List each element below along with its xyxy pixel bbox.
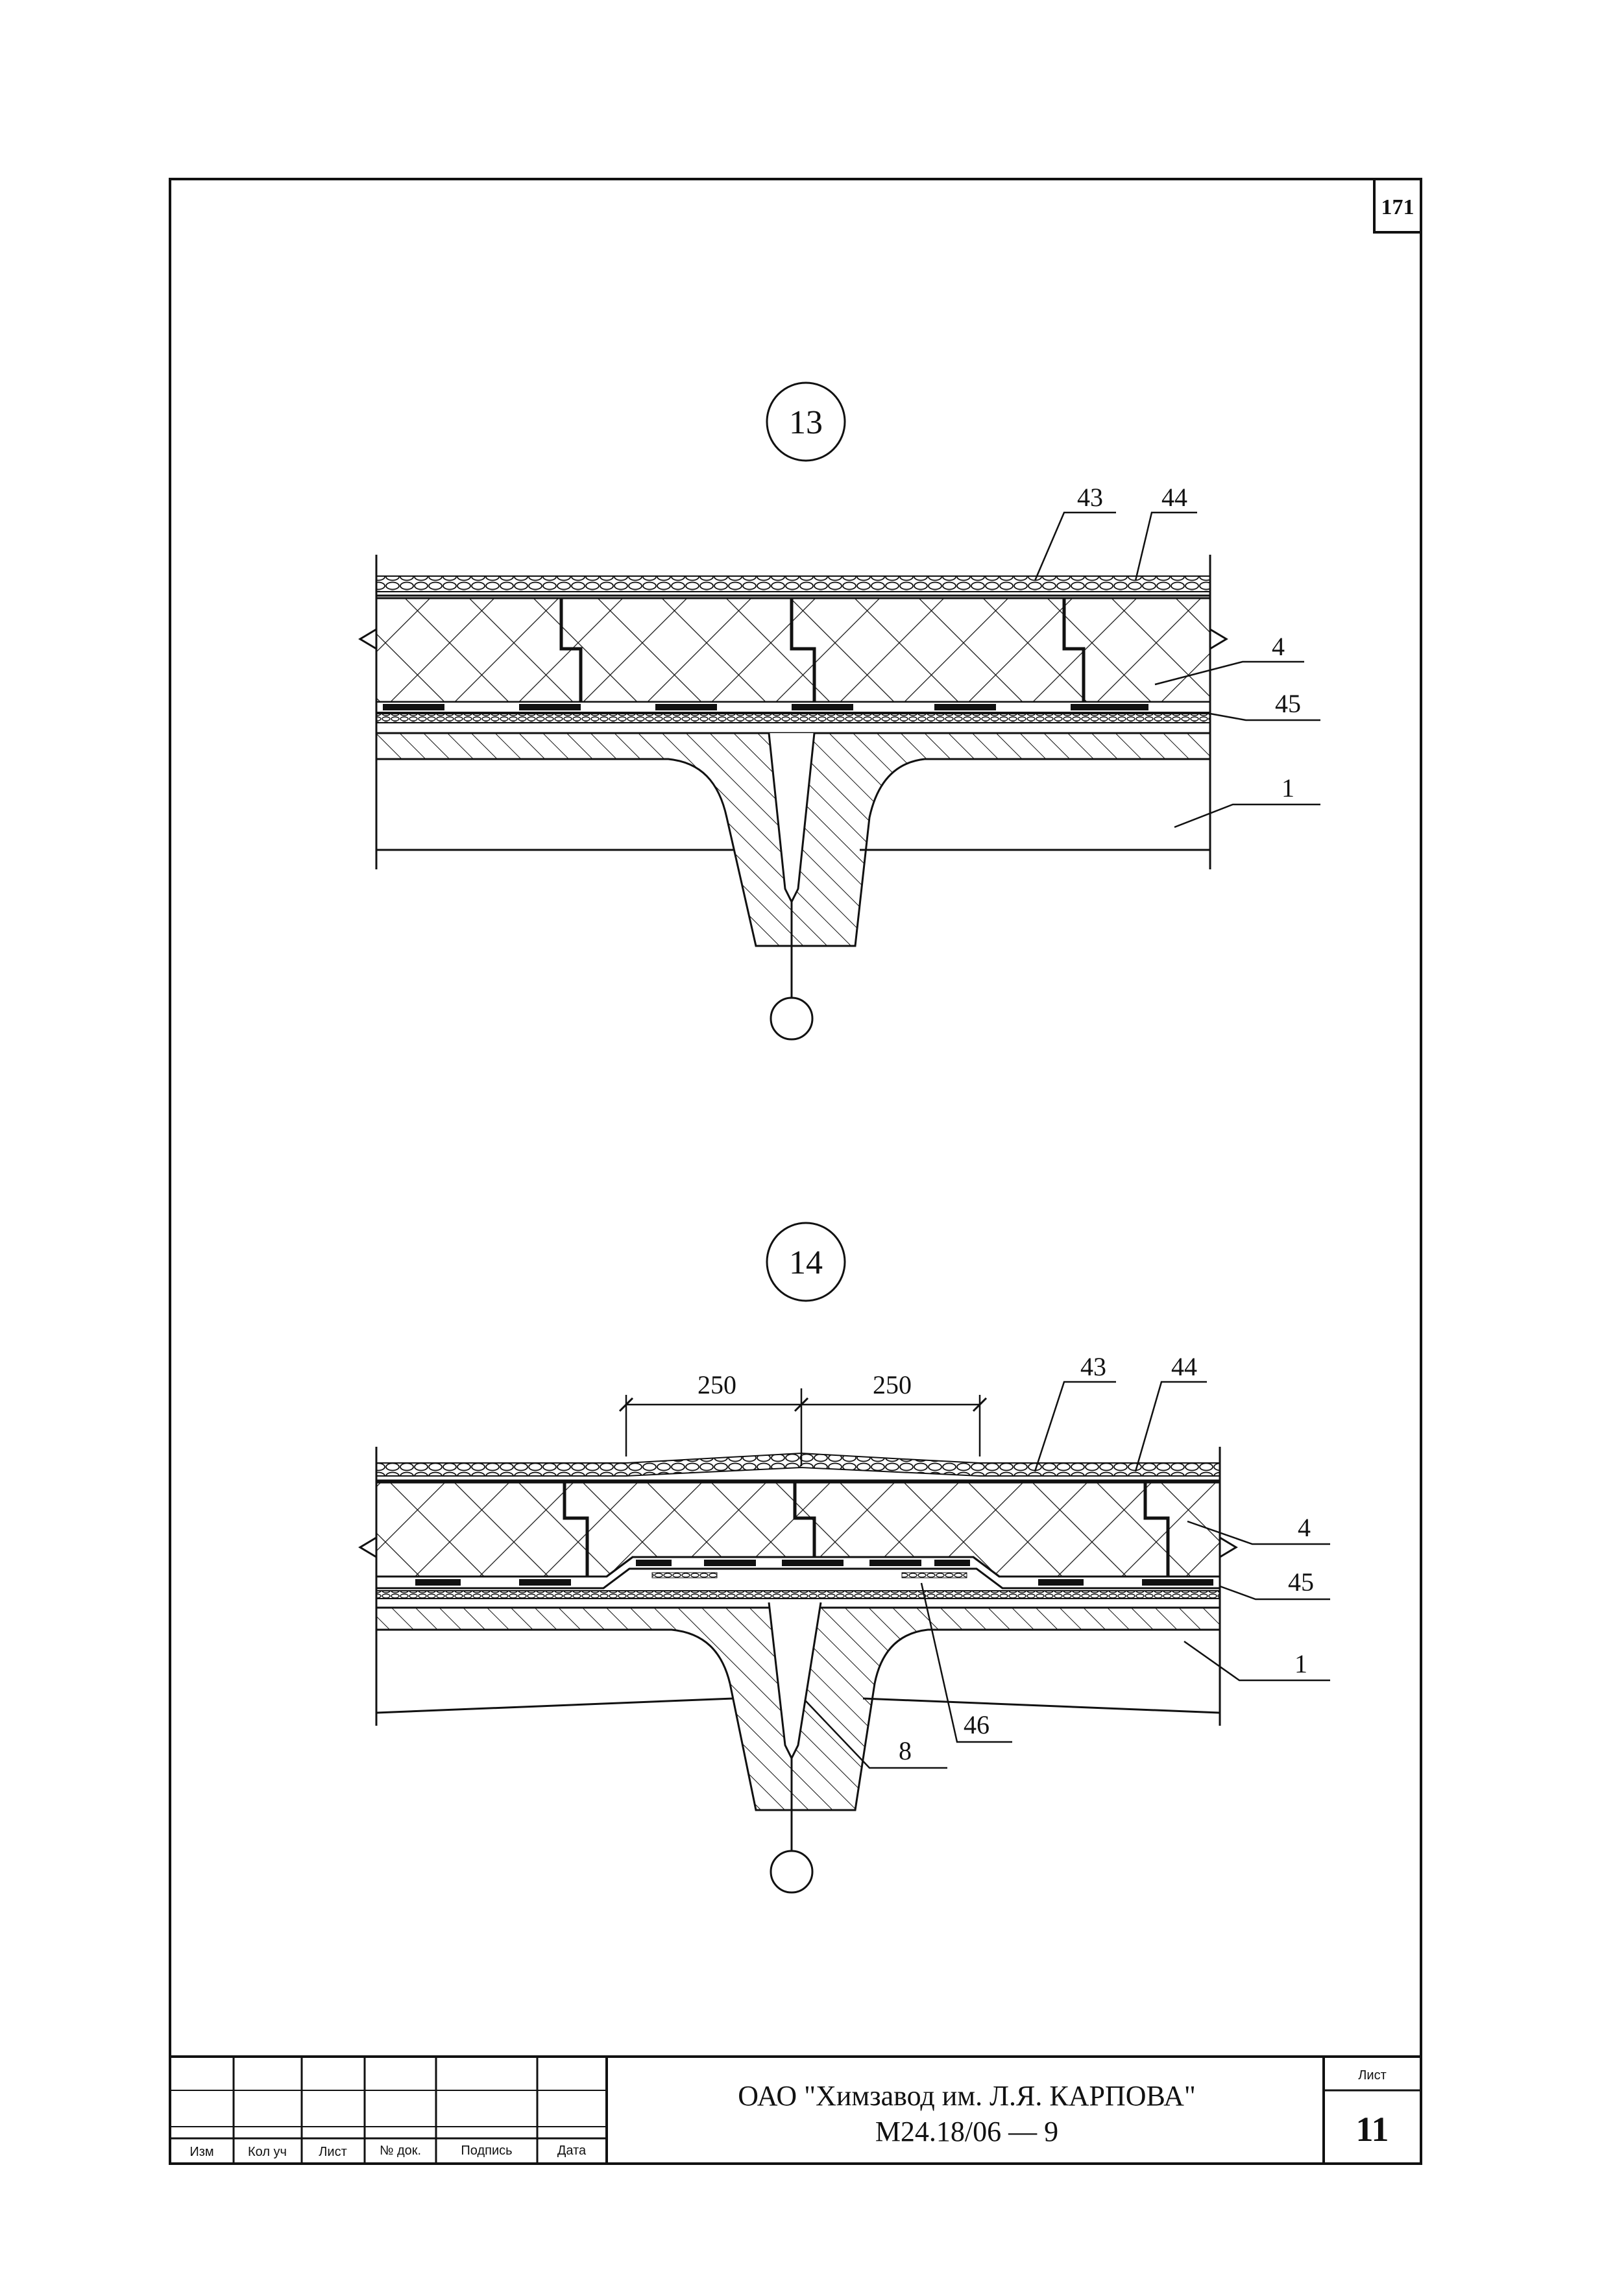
organization-name: ОАО "Химзавод им. Л.Я. КАРПОВА" (738, 2080, 1196, 2112)
axis-marker-14 (770, 1850, 814, 1894)
detail-13: 13 43 (358, 381, 1320, 1041)
label-8: 8 (899, 1736, 912, 1765)
sheet-label: Лист (1358, 2068, 1386, 2083)
dimension-right: 250 (873, 1370, 912, 1399)
axis-marker (770, 997, 814, 1041)
page-number: 171 (1381, 195, 1415, 219)
sheet-frame (169, 178, 1422, 2165)
gravel-layer-14 (376, 1452, 1220, 1477)
col-izm: Изм (189, 2145, 213, 2159)
col-kol-uch: Кол уч (248, 2145, 287, 2159)
label-45-14: 45 (1288, 1567, 1314, 1597)
title-block: Изм Кол уч Лист № док. Подпись Дата ОАО … (170, 2055, 1421, 2164)
detail-14-marker (766, 1222, 846, 1302)
label-43-14: 43 (1080, 1352, 1106, 1381)
detail-13-number: 13 (789, 404, 823, 441)
page-number-box: 171 (1373, 178, 1422, 234)
detail-13-marker (766, 381, 846, 462)
label-1-14: 1 (1294, 1649, 1307, 1678)
sheet-number: 11 (1355, 2110, 1389, 2149)
detail-14-number: 14 (789, 1244, 823, 1281)
col-doc-no: № док. (380, 2144, 421, 2158)
dimension-left: 250 (698, 1370, 736, 1399)
document-code: М24.18/06 — 9 (875, 2116, 1058, 2147)
col-list: Лист (319, 2145, 346, 2159)
label-4: 4 (1272, 632, 1285, 661)
detail-14: 14 250 250 (358, 1222, 1330, 1894)
gravel-layer (376, 575, 1211, 592)
label-43: 43 (1077, 483, 1103, 512)
label-46: 46 (964, 1710, 990, 1739)
label-1: 1 (1281, 773, 1294, 803)
col-signature: Подпись (461, 2144, 512, 2158)
label-4-14: 4 (1298, 1513, 1311, 1542)
col-date: Дата (557, 2144, 587, 2158)
label-44: 44 (1161, 483, 1187, 512)
label-44-14: 44 (1171, 1352, 1197, 1381)
label-45: 45 (1275, 689, 1301, 718)
